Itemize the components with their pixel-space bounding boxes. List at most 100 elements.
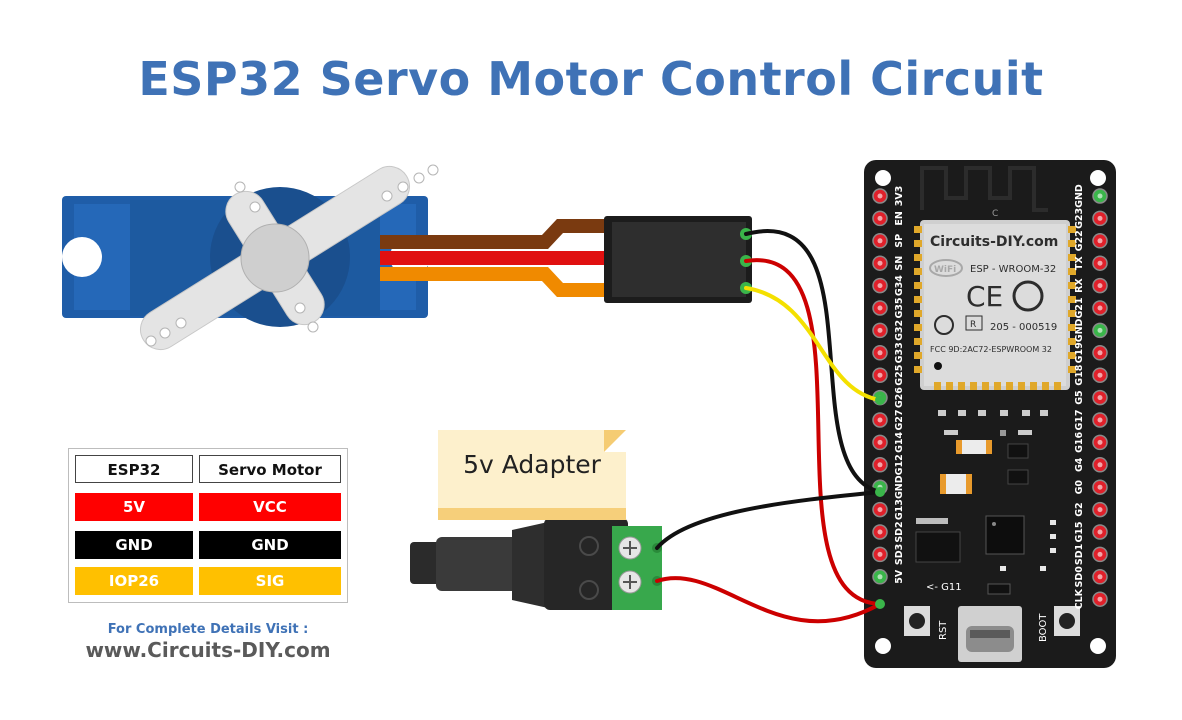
pin-label: EN bbox=[894, 211, 905, 225]
svg-text:C: C bbox=[992, 209, 998, 219]
left-pin-sp-hole bbox=[877, 238, 883, 244]
esp32-board: C Circuits-DIY.com WiFi ESP - WROOM-32 C… bbox=[864, 160, 1116, 668]
left-pin-g34-hole bbox=[877, 283, 883, 289]
pin-label: G22 bbox=[1074, 230, 1085, 251]
pin-label: G13 bbox=[894, 499, 905, 520]
pin-label: G34 bbox=[894, 275, 905, 296]
table-header-servo: Servo Motor bbox=[199, 455, 341, 483]
left-pin-g35-hole bbox=[877, 305, 883, 311]
pin-label: GND bbox=[1074, 318, 1085, 342]
pin-label: G26 bbox=[894, 387, 905, 408]
table-row-vcc-esp32: 5V bbox=[75, 493, 193, 521]
pin-label: G4 bbox=[1074, 457, 1085, 472]
right-pin-g22-hole bbox=[1097, 238, 1103, 244]
right-pin-g16-hole bbox=[1097, 439, 1103, 445]
left-pin-3v3-hole bbox=[877, 193, 883, 199]
pin-label: SD2 bbox=[894, 521, 905, 542]
pin-label: SD3 bbox=[894, 544, 905, 565]
pin-label: SP bbox=[894, 234, 905, 248]
board-brand: Circuits-DIY.com bbox=[930, 234, 1058, 250]
right-pin-g4-hole bbox=[1097, 462, 1103, 468]
pin-label: G17 bbox=[1074, 409, 1085, 430]
pin-label: CLK bbox=[1074, 588, 1085, 609]
pin-label: SD0 bbox=[1074, 566, 1085, 588]
left-pin-g33-hole bbox=[877, 350, 883, 356]
wires bbox=[655, 229, 885, 624]
pin-label: G5 bbox=[1074, 390, 1085, 404]
pin-label: G32 bbox=[894, 320, 905, 341]
svg-text:ESP - WROOM-32: ESP - WROOM-32 bbox=[970, 264, 1056, 275]
right-pin-g23-hole bbox=[1097, 215, 1103, 221]
right-pin-gnd-hole bbox=[1097, 327, 1103, 333]
right-pin-g2-hole bbox=[1097, 507, 1103, 513]
pin-label: G14 bbox=[894, 432, 905, 453]
right-pin-g0-hole bbox=[1097, 484, 1103, 490]
pin-label: G35 bbox=[894, 297, 905, 318]
pin-label: G25 bbox=[894, 365, 905, 386]
right-pin-sd1-hole bbox=[1097, 551, 1103, 557]
svg-text:RST: RST bbox=[938, 620, 949, 640]
pin-label: G33 bbox=[894, 342, 905, 363]
left-pin-g14-hole bbox=[877, 439, 883, 445]
left-pin-5v-hole bbox=[877, 574, 883, 580]
left-pin-g12-hole bbox=[877, 462, 883, 468]
left-pin-g32-hole bbox=[877, 327, 883, 333]
left-pin-g27-hole bbox=[877, 417, 883, 423]
left-pin-g25-hole bbox=[877, 372, 883, 378]
svg-text:CE: CE bbox=[966, 280, 1003, 313]
table-row-gnd-servo: GND bbox=[199, 531, 341, 559]
right-pin-g5-hole bbox=[1097, 395, 1103, 401]
pin-label: G21 bbox=[1074, 297, 1085, 318]
svg-text:205 - 000519: 205 - 000519 bbox=[990, 322, 1057, 333]
right-pin-rx-hole bbox=[1097, 283, 1103, 289]
right-pin-g21-hole bbox=[1097, 305, 1103, 311]
pin-label: G15 bbox=[1074, 521, 1085, 542]
right-pin-g19-hole bbox=[1097, 350, 1103, 356]
right-pin-g17-hole bbox=[1097, 417, 1103, 423]
pin-label: G27 bbox=[894, 409, 905, 430]
left-pin-en-hole bbox=[877, 215, 883, 221]
svg-text:WiFi: WiFi bbox=[934, 265, 956, 275]
table-row-sig-servo: SIG bbox=[199, 567, 341, 595]
pin-label: 5V bbox=[894, 569, 905, 584]
pin-label: 3V3 bbox=[894, 186, 905, 207]
pin-label: G19 bbox=[1074, 342, 1085, 363]
left-pin-sd3-hole bbox=[877, 551, 883, 557]
left-pin-sd2-hole bbox=[877, 529, 883, 535]
right-pin-g18-hole bbox=[1097, 372, 1103, 378]
pin-label: G2 bbox=[1074, 502, 1085, 516]
right-pin-tx-hole bbox=[1097, 260, 1103, 266]
left-pin-sn-hole bbox=[877, 260, 883, 266]
servo-motor bbox=[62, 164, 752, 351]
adapter-note: 5v Adapter bbox=[438, 430, 626, 520]
table-row-sig-esp32: IOP26 bbox=[75, 567, 193, 595]
svg-text:<- G11: <- G11 bbox=[926, 582, 962, 593]
website-link[interactable]: www.Circuits-DIY.com bbox=[85, 638, 331, 662]
pin-label: TX bbox=[1074, 256, 1085, 270]
dc-barrel-jack bbox=[410, 518, 662, 610]
svg-text:BOOT: BOOT bbox=[1038, 613, 1049, 642]
pin-label: G16 bbox=[1074, 432, 1085, 453]
connection-table: ESP32 Servo Motor 5V VCC GND GND IOP26 S… bbox=[68, 448, 348, 603]
right-pin-clk-hole bbox=[1097, 596, 1103, 602]
table-row-gnd-esp32: GND bbox=[75, 531, 193, 559]
table-header-esp32: ESP32 bbox=[75, 455, 193, 483]
left-pin-g13-hole bbox=[877, 507, 883, 513]
visit-text: For Complete Details Visit : bbox=[107, 622, 309, 637]
adapter-note-label: 5v Adapter bbox=[463, 450, 601, 479]
pin-label: G0 bbox=[1074, 480, 1085, 495]
pin-label: GND bbox=[894, 475, 905, 499]
pin-label: G18 bbox=[1074, 364, 1085, 385]
right-pin-sd0-hole bbox=[1097, 574, 1103, 580]
table-row-vcc-servo: VCC bbox=[199, 493, 341, 521]
pin-label: SN bbox=[894, 256, 905, 271]
pin-label: GND bbox=[1074, 184, 1085, 208]
svg-text:R: R bbox=[970, 320, 976, 330]
pin-label: G12 bbox=[894, 454, 905, 475]
pin-label: RX bbox=[1074, 278, 1085, 293]
pin-label: SD1 bbox=[1074, 544, 1085, 565]
right-pin-g15-hole bbox=[1097, 529, 1103, 535]
pin-label: G23 bbox=[1074, 208, 1085, 229]
svg-text:FCC 9D:2AC72-ESPWROOM 32: FCC 9D:2AC72-ESPWROOM 32 bbox=[930, 345, 1052, 354]
